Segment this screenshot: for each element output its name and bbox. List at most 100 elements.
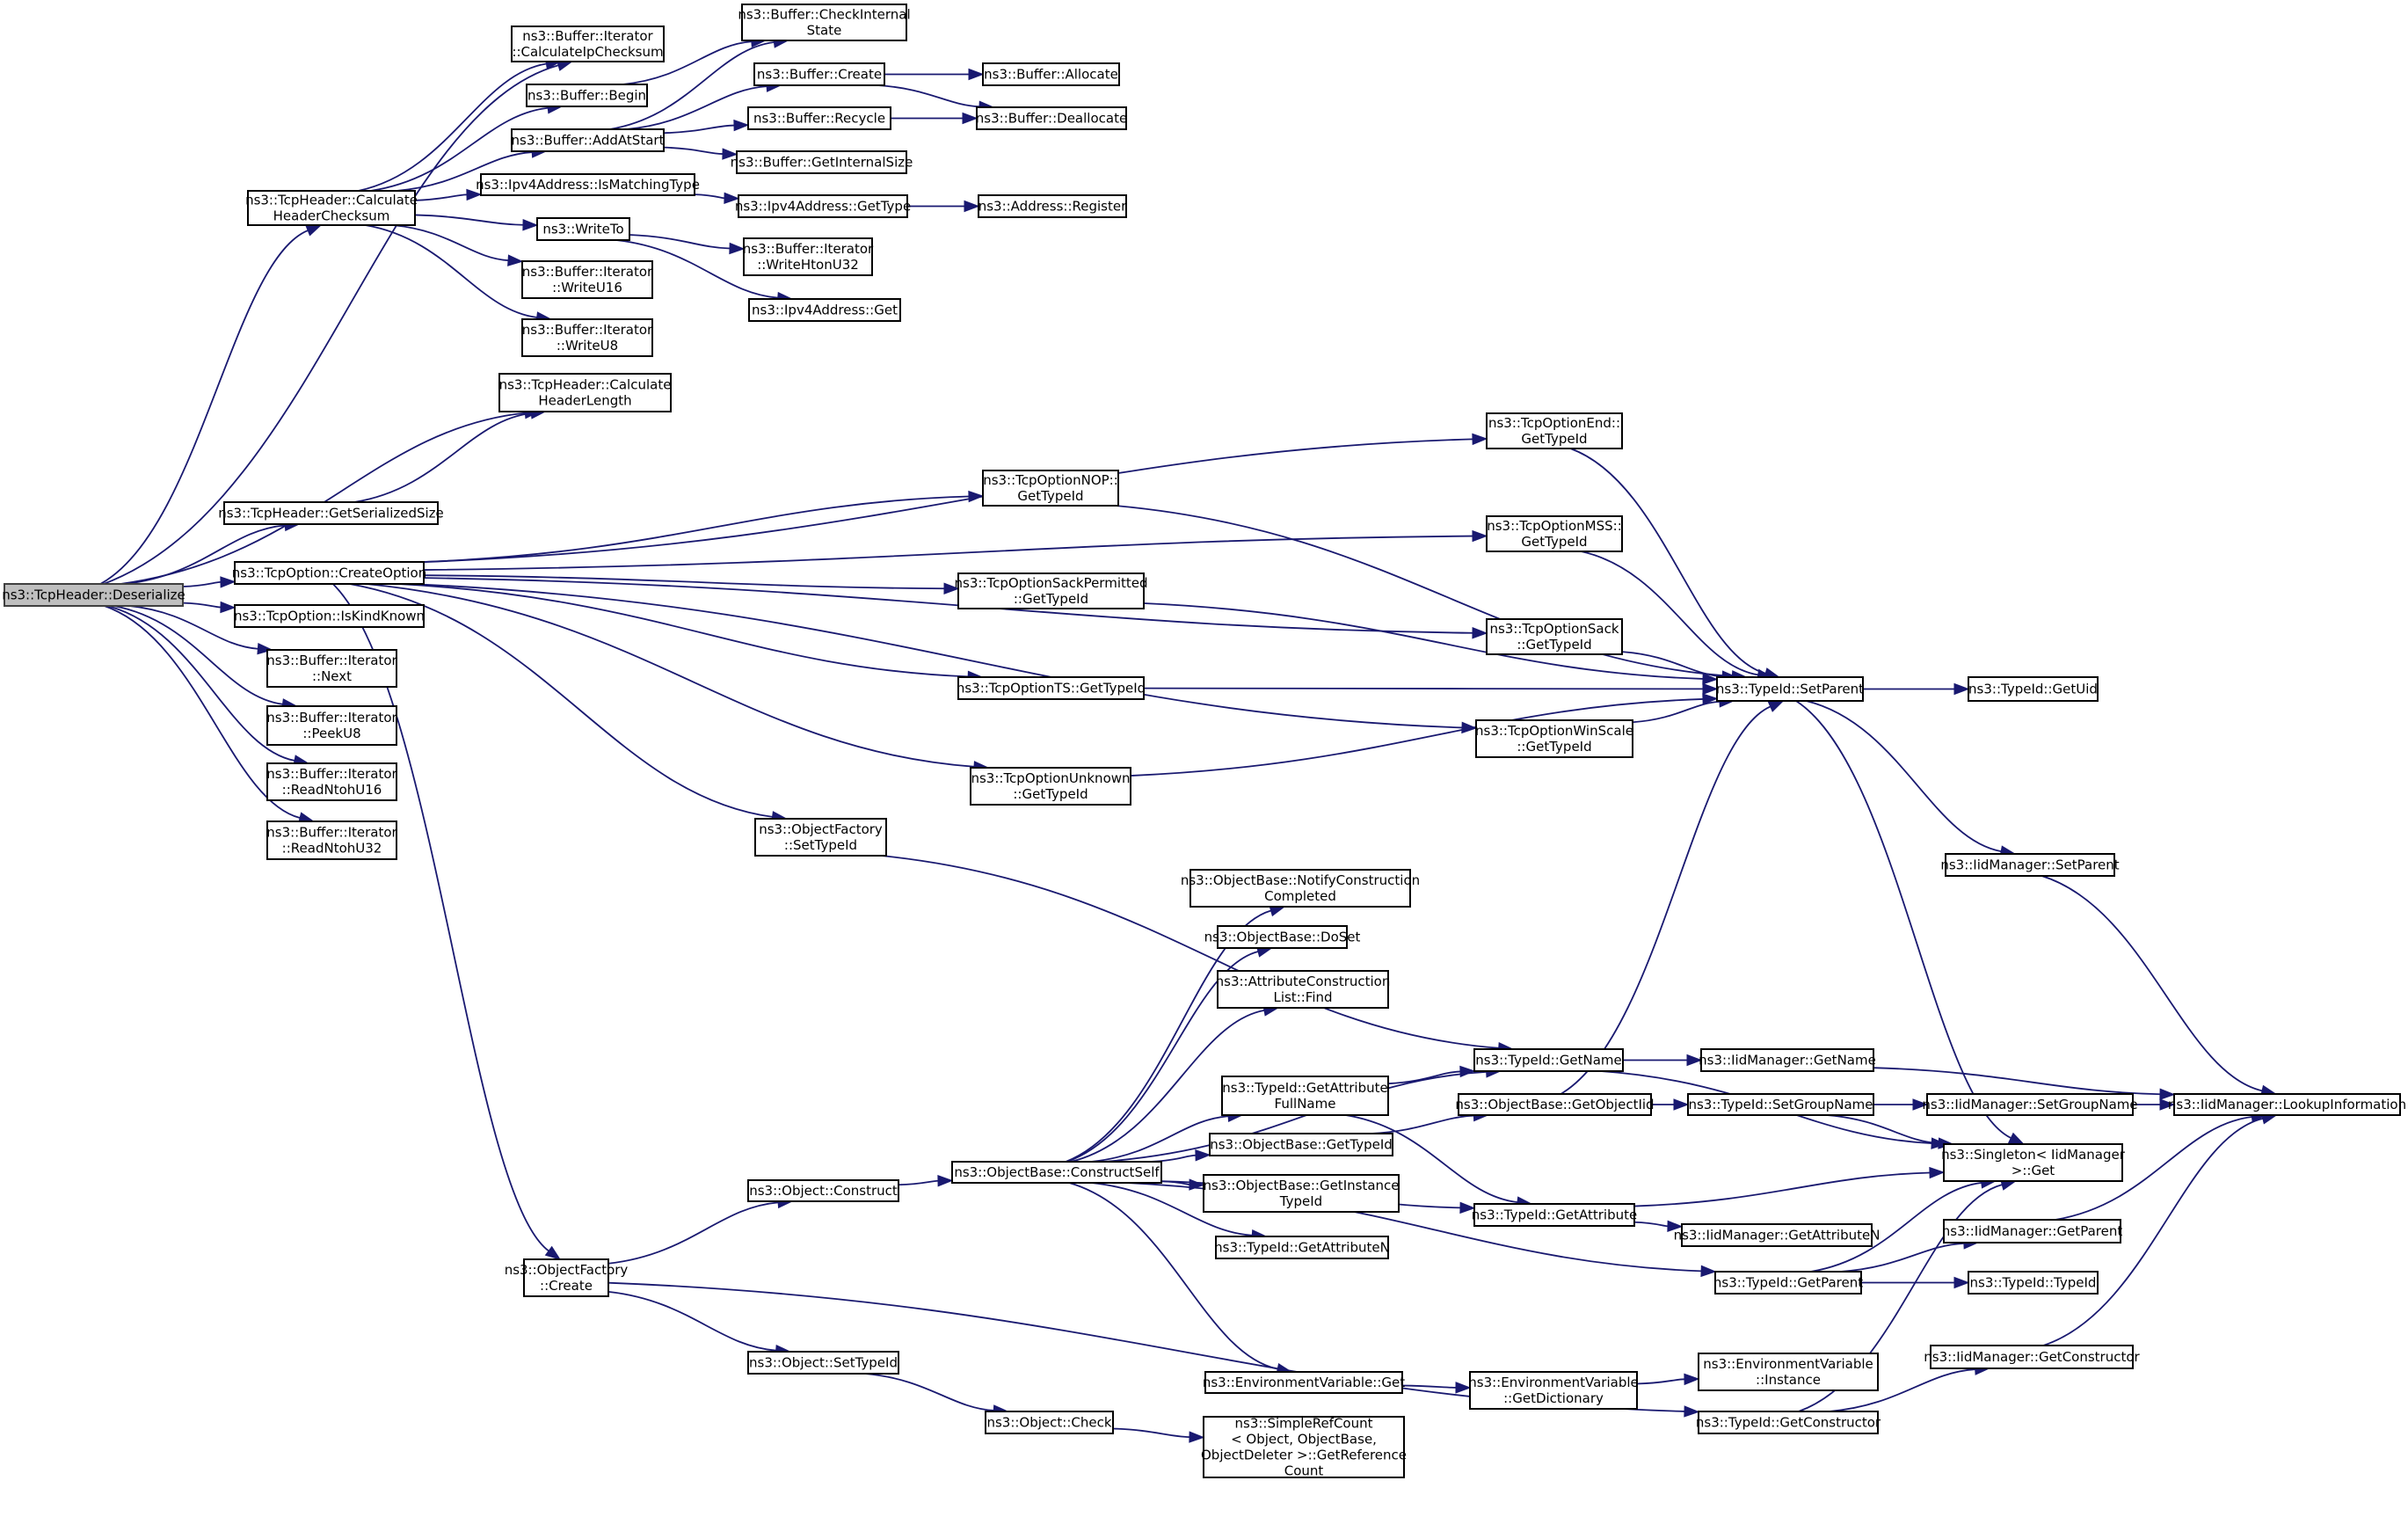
- node-optEnd[interactable]: ns3::TcpOptionEnd::GetTypeId: [1486, 412, 1623, 449]
- edge-line: [609, 41, 775, 130]
- node-envVarGet[interactable]: ns3::EnvironmentVariable::Get: [1203, 1371, 1405, 1394]
- node-ipv4Get[interactable]: ns3::Ipv4Address::Get: [748, 298, 901, 322]
- node-typeIdGetAttributeN[interactable]: ns3::TypeId::GetAttributeN: [1214, 1236, 1390, 1259]
- node-box: [1930, 1345, 2134, 1369]
- node-typeIdTypeId[interactable]: ns3::TypeId::TypeId: [1968, 1271, 2099, 1295]
- node-ipv4IsMatchingType[interactable]: ns3::Ipv4Address::IsMatchingType: [476, 173, 700, 196]
- node-iterNext[interactable]: ns3::Buffer::Iterator::Next: [266, 649, 398, 688]
- node-optUnknown[interactable]: ns3::TcpOptionUnknown::GetTypeId: [970, 767, 1131, 806]
- node-bufAllocate[interactable]: ns3::Buffer::Allocate: [982, 62, 1120, 86]
- edge-line: [423, 574, 945, 590]
- edge-line: [366, 583, 975, 768]
- edge-line: [1371, 1114, 1474, 1134]
- node-singletonGet[interactable]: ns3::Singleton< IidManager>::Get: [1941, 1143, 2126, 1182]
- node-writeTo[interactable]: ns3::WriteTo: [536, 217, 630, 241]
- node-iidGetAttributeN[interactable]: ns3::IidManager::GetAttributeN: [1674, 1223, 1881, 1247]
- node-label: ns3::Address::Register: [978, 199, 1127, 215]
- node-constructSelf[interactable]: ns3::ObjectBase::ConstructSelf: [951, 1161, 1162, 1184]
- node-writeHtonU32[interactable]: ns3::Buffer::Iterator::WriteHtonU32: [743, 237, 874, 276]
- edge-line: [1632, 700, 1721, 724]
- node-typeIdSetParent[interactable]: ns3::TypeId::SetParent: [1716, 676, 1864, 702]
- arrowhead-icon: [1472, 529, 1488, 543]
- node-typeIdGetConstructor[interactable]: ns3::TypeId::GetConstructor: [1696, 1411, 1881, 1434]
- node-typeIdSetGroupName[interactable]: ns3::TypeId::SetGroupName: [1687, 1093, 1874, 1116]
- node-isKindKnown[interactable]: ns3::TcpOption::IsKindKnown: [234, 604, 425, 628]
- node-typeIdGetAttribute[interactable]: ns3::TypeId::GetAttribute: [1472, 1203, 1637, 1227]
- node-notifyConstruction[interactable]: ns3::ObjectBase::NotifyConstructionCompl…: [1181, 869, 1420, 908]
- node-iidLookup[interactable]: ns3::IidManager::LookupInformation: [2168, 1093, 2406, 1116]
- node-objSetTypeId[interactable]: ns3::Object::SetTypeId: [747, 1351, 899, 1375]
- node-optMss[interactable]: ns3::TcpOptionMSS::GetTypeId: [1486, 515, 1623, 552]
- node-envVarGetDictionary[interactable]: ns3::EnvironmentVariable::GetDictionary: [1468, 1371, 1639, 1410]
- node-optTs[interactable]: ns3::TcpOptionTS::GetTypeId: [957, 676, 1146, 700]
- node-optNop[interactable]: ns3::TcpOptionNOP::GetTypeId: [982, 470, 1119, 507]
- node-deserialize[interactable]: ns3::TcpHeader::Deserialize: [2, 583, 186, 607]
- node-bufRecycle[interactable]: ns3::Buffer::Recycle: [747, 106, 891, 130]
- node-typeIdGetName[interactable]: ns3::TypeId::GetName: [1473, 1048, 1624, 1072]
- node-ofSetTypeId[interactable]: ns3::ObjectFactory::SetTypeId: [754, 818, 887, 857]
- node-optSackPerm[interactable]: ns3::TcpOptionSackPermitted::GetTypeId: [955, 573, 1148, 609]
- node-typeIdGetUid[interactable]: ns3::TypeId::GetUid: [1968, 676, 2099, 702]
- node-calcIpChecksum[interactable]: ns3::Buffer::Iterator::CalculateIpChecks…: [511, 26, 665, 62]
- node-getSerializedSize[interactable]: ns3::TcpHeader::GetSerializedSize: [218, 501, 444, 525]
- node-iidGetParent[interactable]: ns3::IidManager::GetParent: [1942, 1219, 2123, 1244]
- node-box: [957, 676, 1145, 700]
- node-iidGetName[interactable]: ns3::IidManager::GetName: [1699, 1048, 1876, 1072]
- node-bufDeallocate[interactable]: ns3::Buffer::Deallocate: [976, 106, 1127, 130]
- node-obGetTypeId[interactable]: ns3::ObjectBase::GetTypeId: [1209, 1133, 1393, 1156]
- node-doSet[interactable]: ns3::ObjectBase::DoSet: [1204, 925, 1361, 949]
- node-writeU16[interactable]: ns3::Buffer::Iterator::WriteU16: [521, 260, 653, 299]
- node-label: ns3::TypeId::GetConstructor: [1696, 1415, 1881, 1431]
- node-iterPeekU8[interactable]: ns3::Buffer::Iterator::PeekU8: [266, 705, 398, 746]
- edge-optSackPerm-to-typeIdSetParent: [1143, 602, 1719, 685]
- node-optWinScale[interactable]: ns3::TcpOptionWinScale::GetTypeId: [1475, 719, 1633, 758]
- node-label: ns3::TcpOptionNOP::: [983, 472, 1118, 488]
- edge-typeIdSetParent-to-typeIdGetUid: [1863, 682, 1970, 696]
- node-label: ns3::TcpHeader::Calculate: [499, 377, 672, 393]
- node-simpleRefCount[interactable]: ns3::SimpleRefCount< Object, ObjectBase,…: [1201, 1416, 1407, 1479]
- node-iidSetGroupName[interactable]: ns3::IidManager::SetGroupName: [1922, 1093, 2138, 1116]
- arrowhead-icon: [1953, 1276, 1970, 1289]
- node-bufBegin[interactable]: ns3::Buffer::Begin: [526, 84, 648, 107]
- arrowhead-icon: [2159, 1098, 2176, 1111]
- node-writeU8[interactable]: ns3::Buffer::Iterator::WriteU8: [521, 318, 653, 357]
- node-envVarInstance[interactable]: ns3::EnvironmentVariable::Instance: [1698, 1353, 1879, 1391]
- node-ipv4GetType[interactable]: ns3::Ipv4Address::GetType: [735, 194, 911, 218]
- edge-getSerializedSize-to-calcHeaderLength: [353, 407, 547, 503]
- node-iidGetConstructor[interactable]: ns3::IidManager::GetConstructor: [1924, 1345, 2141, 1369]
- node-objConstruct[interactable]: ns3::Object::Construct: [747, 1179, 899, 1202]
- node-box: [1698, 1411, 1879, 1434]
- edge-createOption-to-optMss: [423, 529, 1488, 571]
- node-bufAddAtStart[interactable]: ns3::Buffer::AddAtStart: [511, 128, 665, 152]
- node-createOption[interactable]: ns3::TcpOption::CreateOption: [232, 561, 426, 585]
- edge-deserialize-to-isKindKnown: [182, 601, 236, 614]
- node-box: [511, 26, 665, 62]
- arrowhead-icon: [968, 490, 985, 503]
- node-addressRegister[interactable]: ns3::Address::Register: [978, 194, 1127, 218]
- edge-line: [182, 581, 222, 587]
- node-label: ::Instance: [1756, 1372, 1821, 1388]
- node-bufCreate[interactable]: ns3::Buffer::Create: [753, 62, 885, 86]
- node-box: [1204, 1371, 1403, 1394]
- node-typeIdGetParent[interactable]: ns3::TypeId::GetParent: [1713, 1271, 1863, 1295]
- node-box: [1486, 412, 1623, 449]
- node-label: FullName: [1275, 1096, 1336, 1112]
- edge-line: [1143, 602, 1704, 680]
- node-label: ::GetTypeId: [1517, 739, 1591, 755]
- node-iidSetParent[interactable]: ns3::IidManager::SetParent: [1940, 853, 2120, 877]
- node-bufGetInternalSize[interactable]: ns3::Buffer::GetInternalSize: [731, 150, 913, 174]
- node-ofCreate[interactable]: ns3::ObjectFactory::Create: [505, 1258, 629, 1297]
- node-box: [1486, 515, 1623, 552]
- node-objCheck[interactable]: ns3::Object::Check: [985, 1411, 1114, 1434]
- node-getObjectIid[interactable]: ns3::ObjectBase::GetObjectIid: [1455, 1093, 1655, 1116]
- node-iterReadNtohU16[interactable]: ns3::Buffer::Iterator::ReadNtohU16: [266, 762, 398, 801]
- node-label: Completed: [1264, 888, 1336, 904]
- node-iterReadNtohU32[interactable]: ns3::Buffer::Iterator::ReadNtohU32: [266, 820, 398, 860]
- node-optSack[interactable]: ns3::TcpOptionSack::GetTypeId: [1486, 618, 1623, 655]
